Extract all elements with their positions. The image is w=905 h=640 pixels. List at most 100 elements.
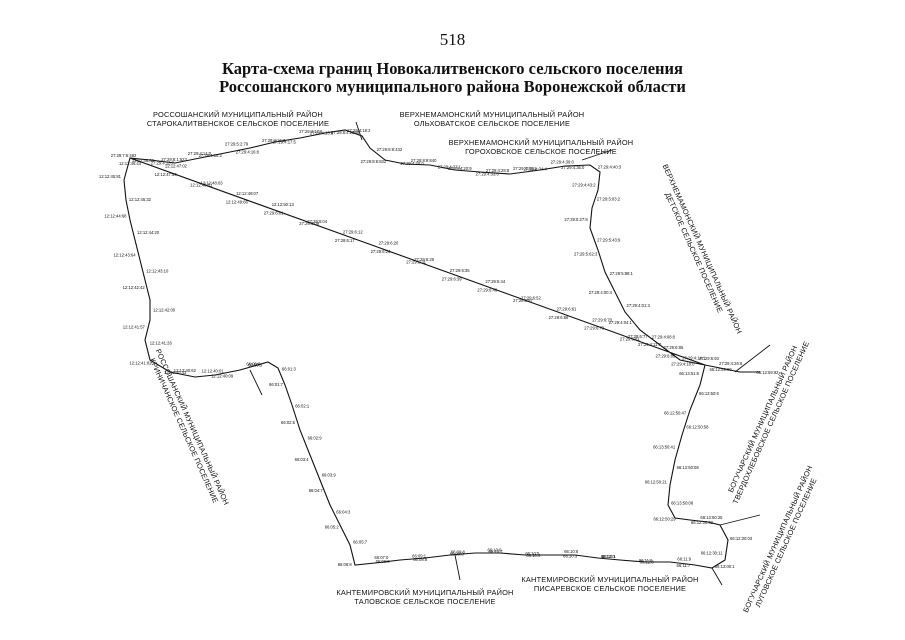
boundary-point-label: 27:29:4:17:6	[299, 129, 323, 134]
boundary-point-label: 12:12:44:68	[104, 214, 127, 219]
boundary-point-label: 66:13:51:6	[679, 371, 699, 376]
neighbor-label-verkh-gor: ВЕРХНЕМАМОНСКИЙ МУНИЦИПАЛЬНЫЙ РАЙОН ГОРО…	[449, 138, 634, 156]
boundary-point-label: 66:13:50:41	[653, 445, 676, 450]
boundary-point-label: 66:04:3	[336, 510, 351, 515]
boundary-point-label: 66:09:8	[451, 549, 466, 554]
svg-text:СТАРОКАЛИТВЕНСКОЕ СЕЛЬСКОЕ ПОС: СТАРОКАЛИТВЕНСКОЕ СЕЛЬСКОЕ ПОСЕЛЕНИЕ	[147, 119, 329, 128]
boundary-point-label: 66:02:1	[295, 404, 310, 409]
boundary-point-label: 66:12:1	[602, 554, 617, 559]
boundary-point-label: 27:29:4:33:0	[476, 172, 500, 177]
boundary-point-label: 27:29:4:26:6	[719, 361, 743, 366]
boundary-point-label: 27:29:8:4:2088	[331, 130, 360, 135]
boundary-point-label: 66:10:6	[564, 549, 579, 554]
boundary-point-label: 12:12:42:00	[153, 308, 176, 313]
boundary-point-label: 27:29:4:35:0	[561, 165, 585, 170]
boundary-point-label: 27:29:8:6:832	[361, 159, 387, 164]
boundary-point-label: 66:07:0	[374, 555, 389, 560]
boundary-point-label: 27:29:4:11:7	[638, 342, 662, 347]
boundary-point-label: 12:12:41:02	[129, 361, 152, 366]
boundary-point-label: 27:29:4:18:2	[347, 128, 371, 133]
divider-ross-verkh	[355, 121, 363, 141]
boundary-point-label: 12:12:47:59	[155, 172, 178, 177]
boundary-point-label: 27:29:7:6:482	[111, 153, 137, 158]
boundary-point-label: 27:29:6:28	[414, 257, 434, 262]
boundary-point-label: 12:12:41:57	[123, 324, 146, 329]
title-line-2: Россошанского муниципального района Воро…	[219, 77, 686, 96]
boundary-point-label: 27:29:4:15:2	[199, 153, 223, 158]
boundary-point-label: 66:12:50:21	[645, 480, 668, 485]
boundary-point-label: 27:29:8:1:523	[161, 157, 187, 162]
divider-pis-tal	[454, 554, 461, 581]
boundary-point-label: 66:05:2	[325, 525, 340, 530]
boundary-point-label: 27:29:6:44	[485, 279, 505, 284]
boundary-point-label: 27:29:5:43:9	[597, 237, 621, 242]
boundary-point-label: 66:11:6	[639, 558, 653, 563]
boundary-point-label: 66:05:7	[353, 539, 368, 544]
title-line-1: Карта-схема границ Новокалитвенского сел…	[222, 59, 683, 78]
boundary-point-label: 12:12:45:81	[99, 174, 122, 179]
boundary-point-label: 66:00:5	[248, 363, 263, 368]
boundary-point-label: 66:12:50:47	[664, 411, 687, 416]
boundary-point-label: 66:11:7	[677, 563, 691, 568]
page-number: 518	[439, 30, 466, 49]
svg-text:ВЕРХНЕМАМОНСКИЙ МУНИЦИПАЛЬНЫЙ: ВЕРХНЕМАМОНСКИЙ МУНИЦИПАЛЬНЫЙ РАЙОН	[449, 138, 634, 147]
boundary-point-label: 66:10:7	[489, 549, 504, 554]
boundary-point-label: 27:29:4:20:0	[400, 161, 424, 166]
boundary-point-label: 27:29:6:81	[620, 337, 640, 342]
boundary-point-label: 27:29:6:35	[450, 268, 470, 273]
svg-text:ВЕРХНЕМАМОНСКИЙ МУНИЦИПАЛЬНЫЙ: ВЕРХНЕМАМОНСКИЙ МУНИЦИПАЛЬНЫЙ РАЙОН	[400, 110, 585, 119]
boundary-point-label: 66:12:50:08	[677, 465, 700, 470]
boundary-point-label: 27:29:6:39	[442, 277, 462, 282]
boundary-point-label: 12:12:42:42	[123, 285, 146, 290]
boundary-point-label: 27:29:4:27:1	[438, 165, 462, 170]
boundary-point-label: 66:12:30:11	[701, 551, 723, 556]
boundary-point-label: 27:29:6:89	[656, 353, 676, 358]
boundary-point-label: 27:29:4:00:4	[589, 290, 613, 295]
boundary-point-label: 66:12:50:29	[653, 517, 676, 522]
boundary-point-label: 66:02:5	[281, 420, 296, 425]
boundary-point-label: 66:06:8	[338, 562, 353, 567]
svg-text:КАНТЕМИРОВСКИЙ МУНИЦИПАЛЬНЫЙ Р: КАНТЕМИРОВСКИЙ МУНИЦИПАЛЬНЫЙ РАЙОН	[336, 588, 513, 597]
boundary-point-label: 12:12:45:32	[129, 197, 152, 202]
neighbor-label-kant-tal: КАНТЕМИРОВСКИЙ МУНИЦИПАЛЬНЫЙ РАЙОН ТАЛОВ…	[336, 588, 513, 606]
boundary-point-label: 27:29:6:12	[343, 230, 363, 235]
boundary-point-label: 27:29:6:31	[406, 260, 426, 265]
boundary-point-label: 12:12:49:07	[236, 191, 259, 196]
neighbor-label-kant-pis: КАНТЕМИРОВСКИЙ МУНИЦИПАЛЬНЫЙ РАЙОН ПИСАР…	[521, 575, 698, 593]
boundary-point-label: 12:12:40:09	[211, 374, 234, 379]
boundary-point-label: 12:12:47:02	[165, 164, 188, 169]
boundary-point-label: 27:29:5:62:3	[574, 251, 598, 256]
boundary-point-label: 12:12:48:03	[201, 180, 224, 185]
boundary-point-label: 27:29:4:17:5	[273, 139, 297, 144]
boundary-point-label: 66:12:00:1	[715, 564, 735, 569]
boundary-point-label: 27:29:6:57	[513, 298, 533, 303]
boundary-point-label: 27:29:4:36:1	[513, 166, 537, 171]
boundary-point-label: 66:10:4	[526, 553, 541, 558]
neighbor-label-bog-luk: БОГУЧАРСКИЙ МУНИЦИПАЛЬНЫЙ РАЙОН ЛУГОВСКО…	[741, 464, 818, 614]
boundary-point-label: 27:29:6:01	[264, 210, 284, 215]
boundary-point-label: 66:12:59:92	[756, 370, 779, 375]
boundary-point-label: 27:29:4:18:0	[671, 362, 695, 367]
svg-text:ПИСАРЕВСКОЕ СЕЛЬСКОЕ ПОСЕЛЕНИЕ: ПИСАРЕВСКОЕ СЕЛЬСКОЕ ПОСЕЛЕНИЕ	[534, 584, 686, 593]
boundary-point-label: 27:29:4:16:8	[236, 150, 260, 155]
boundary-point-label: 27:29:6:52	[521, 296, 541, 301]
divider-luk-kant	[711, 567, 723, 586]
boundary-point-label: 66:03:9	[322, 473, 337, 478]
boundary-point-label: 66:12:59:00	[709, 367, 732, 372]
boundary-point-label: 27:29:6:61	[557, 307, 577, 312]
boundary-point-label: 27:29:6:17	[335, 238, 355, 243]
boundary-point-label: 12:12:41:26	[150, 341, 173, 346]
boundary-point-label: 66:13:50:08	[671, 501, 694, 506]
boundary-point-label: 66:10:9	[488, 547, 503, 552]
boundary-point-label: 66:11:9	[677, 557, 691, 562]
boundary-point-label: 66:03:4	[295, 457, 310, 462]
svg-text:ГОРОХОВСКОЕ СЕЛЬСКОЕ ПОСЕЛЕНИЕ: ГОРОХОВСКОЕ СЕЛЬСКОЕ ПОСЕЛЕНИЕ	[465, 147, 617, 156]
boundary-point-label: 66:08:8	[413, 557, 428, 562]
svg-text:ВЕРХНЕМАМОНСКИЙ МУНИЦИПАЛЬНЫЙ: ВЕРХНЕМАМОНСКИЙ МУНИЦИПАЛЬНЫЙ РАЙОН	[661, 163, 744, 335]
boundary-point-label: 27:29:4:08:0	[652, 335, 676, 340]
svg-text:ЛУГОВСКОЕ СЕЛЬСКОЕ ПОСЕЛЕНИЕ: ЛУГОВСКОЕ СЕЛЬСКОЕ ПОСЕЛЕНИЕ	[753, 477, 818, 609]
boundary-point-label: 12:12:48:61	[190, 183, 213, 188]
boundary-point-label: 27:29:4:01:3	[627, 303, 651, 308]
neighbor-label-ross-starokal: РОССОШАНСКИЙ МУНИЦИПАЛЬНЫЙ РАЙОН СТАРОКА…	[147, 110, 329, 128]
